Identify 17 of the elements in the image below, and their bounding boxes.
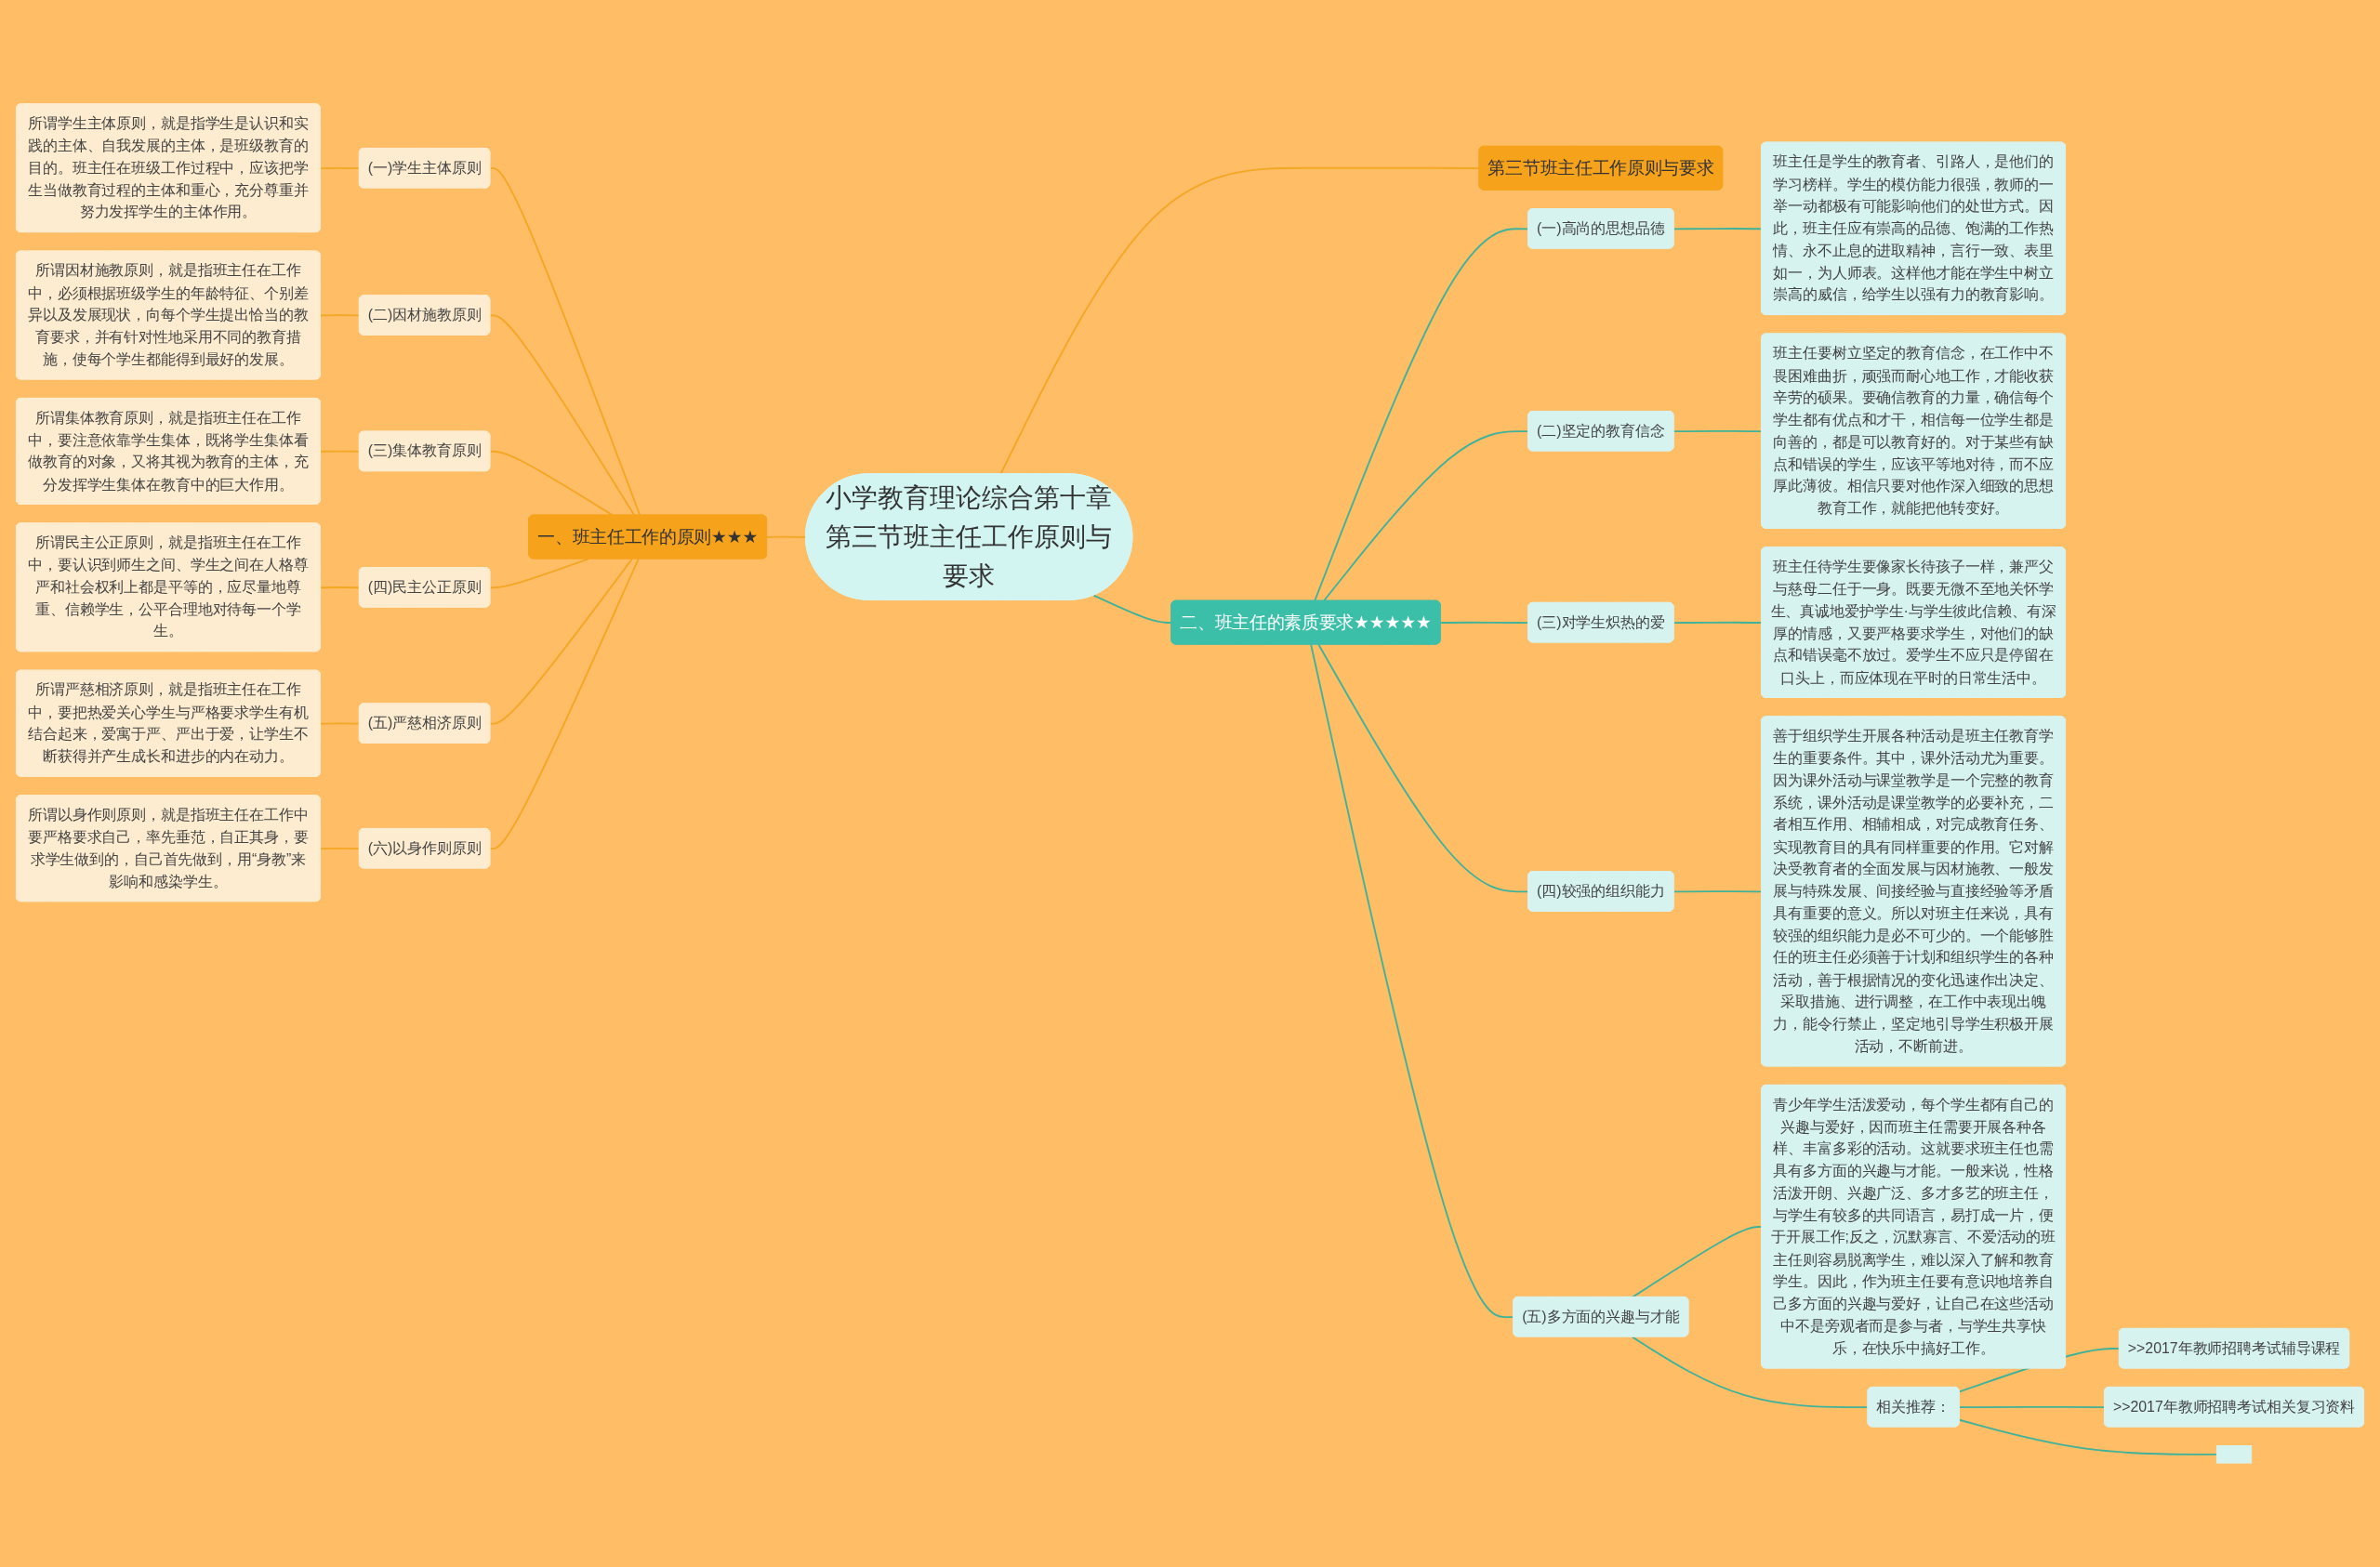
connector (489, 558, 640, 850)
node-box (2215, 1445, 2253, 1464)
connector (489, 167, 641, 517)
connector (1958, 1418, 2218, 1455)
connector (766, 535, 807, 538)
connector (319, 847, 361, 850)
connector (319, 586, 361, 589)
connector (489, 314, 636, 517)
connector (319, 722, 361, 725)
connector (319, 450, 361, 453)
connector (489, 558, 633, 725)
connector (1631, 1336, 1870, 1409)
connector (489, 450, 615, 517)
connector (1958, 1405, 2106, 1409)
connector (319, 166, 361, 170)
connector (319, 314, 361, 317)
connector (489, 558, 590, 589)
